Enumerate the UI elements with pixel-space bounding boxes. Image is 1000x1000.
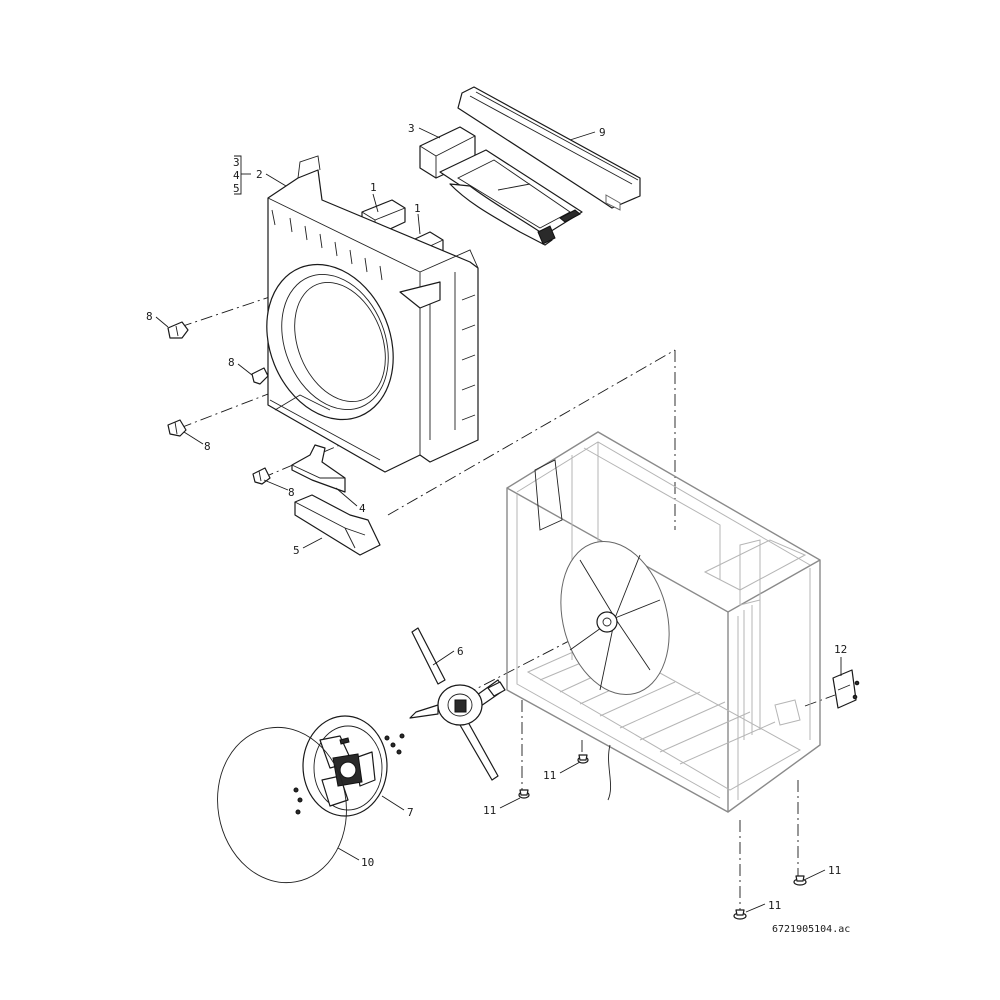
- callout-4: 4: [359, 502, 366, 515]
- fan-shroud: [266, 155, 479, 473]
- clip-8c: [167, 419, 187, 437]
- fan-grille-7: [302, 715, 388, 817]
- callout-12: 12: [834, 643, 847, 656]
- callout-3: 3: [408, 122, 415, 135]
- callout-8c: 8: [204, 440, 211, 453]
- callout-11b: 11: [543, 769, 556, 782]
- callout-1a: 1: [370, 181, 377, 194]
- callout-labels: 1 1 2 3 4 5 3 9 8 8 8 8 4 5 6 7 10 11 11…: [146, 122, 847, 912]
- callout-2: 2: [256, 168, 263, 181]
- document-number: 6721905104.ac: [772, 924, 850, 935]
- callout-8b: 8: [228, 356, 235, 369]
- clip-8b: [251, 367, 269, 385]
- callout-11a: 11: [483, 804, 496, 817]
- air-guide-tray: [419, 126, 583, 246]
- callout-9: 9: [599, 126, 606, 139]
- callout-1b: 1: [414, 202, 421, 215]
- foot-11b: [577, 754, 589, 764]
- callout-2-group-5: 5: [233, 182, 240, 195]
- sealing-ring-10: [217, 726, 347, 884]
- mounting-plate-12: [832, 669, 860, 709]
- foot-11d: [793, 875, 807, 886]
- callout-2-group-4: 4: [233, 169, 240, 182]
- callout-2-group-3: 3: [233, 156, 240, 169]
- callout-7: 7: [407, 806, 414, 819]
- lower-channel-5: [294, 494, 381, 556]
- top-cover-rail: [457, 86, 641, 211]
- callout-8d: 8: [288, 486, 295, 499]
- callout-5: 5: [293, 544, 300, 557]
- motor-mount-6: [409, 627, 506, 781]
- callout-6: 6: [457, 645, 464, 658]
- clip-8a: [167, 321, 189, 339]
- callout-8a: 8: [146, 310, 153, 323]
- screws: [293, 733, 405, 815]
- callout-10: 10: [361, 856, 374, 869]
- callout-11d: 11: [768, 899, 781, 912]
- foot-11a: [518, 789, 530, 799]
- foot-11c: [733, 909, 747, 920]
- bracket-4: [291, 444, 346, 493]
- fan-impeller: [560, 540, 670, 696]
- leader-lines: [155, 127, 842, 913]
- chassis-frame: [506, 431, 821, 813]
- callout-11c: 11: [828, 864, 841, 877]
